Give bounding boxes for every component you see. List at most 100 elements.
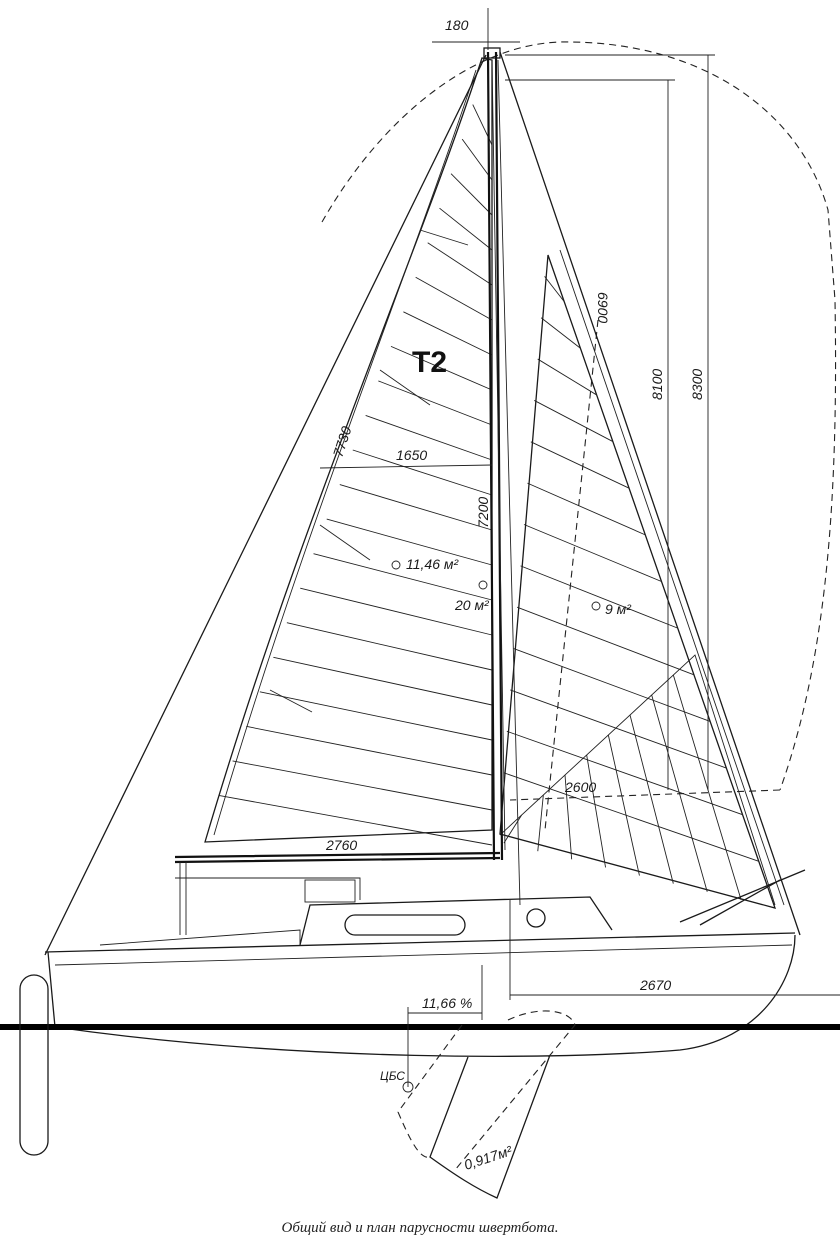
- mainsail-seam: [365, 415, 493, 461]
- main-area-label: 11,46 м²: [406, 556, 459, 572]
- dim-2670: [509, 900, 840, 1000]
- dim-8100-label: 8100: [649, 369, 665, 400]
- dim-2760-label: 2760: [325, 837, 357, 853]
- dim-2600-label: 2600: [564, 779, 596, 795]
- jib-dashed-line: [544, 319, 599, 831]
- jib-seam: [513, 648, 711, 722]
- hull-deck: [44, 932, 796, 953]
- mainsail-seam: [378, 380, 493, 426]
- batten: [269, 229, 469, 713]
- mainsail-seams: [218, 104, 493, 846]
- genoa-hatch-line: [651, 694, 708, 892]
- dim-180: [432, 8, 520, 50]
- genoa-hatch-line: [503, 814, 523, 844]
- lifebuoy: [526, 908, 546, 928]
- mainsail-seam: [259, 691, 493, 741]
- rudder: [19, 974, 49, 1156]
- mast: [486, 51, 504, 861]
- mainsail-seam: [273, 656, 493, 706]
- backstay: [44, 54, 487, 956]
- porthole: [344, 914, 466, 936]
- jib-seam: [523, 524, 662, 582]
- jib-seam: [540, 317, 581, 349]
- genoa-hatch-line: [672, 674, 742, 901]
- hull-sheer: [54, 944, 793, 966]
- ce-total-marker: [478, 580, 488, 590]
- masthead: [483, 47, 501, 59]
- hatch: [304, 879, 356, 903]
- cockpit: [99, 877, 361, 946]
- jib-seam: [544, 276, 565, 302]
- genoa-hatch-line: [564, 774, 573, 860]
- jib-seams: [503, 276, 759, 862]
- clr-label: ЦБС: [380, 1069, 405, 1083]
- clr-marker: [402, 1081, 414, 1093]
- ce-main-marker: [391, 560, 401, 570]
- dim-1650: [319, 464, 493, 469]
- dim-8300: [505, 54, 715, 790]
- pulpit: [679, 869, 806, 926]
- spinnaker-foot: [509, 789, 781, 801]
- boom-support: [179, 862, 187, 935]
- cabin: [299, 896, 613, 946]
- jib-seam: [530, 441, 630, 489]
- mainsail-seam: [450, 173, 493, 216]
- mainsail-seam: [339, 484, 493, 531]
- genoa-hatch-line: [607, 734, 640, 876]
- centreboard: [429, 1054, 551, 1199]
- jib-luff-inner: [559, 249, 785, 906]
- hull-bottom: [47, 934, 796, 1057]
- mainsail-seam: [390, 345, 493, 391]
- genoa-hatch-line: [586, 754, 606, 868]
- sail-number: T2: [412, 346, 447, 379]
- jib-seam: [510, 689, 727, 769]
- mainsail-seam: [461, 138, 493, 181]
- dim-6900-label: 6900: [595, 292, 611, 323]
- forestay: [499, 51, 801, 936]
- mainsail-seam: [352, 449, 493, 496]
- jib-seam: [516, 606, 695, 676]
- jib-outline: [499, 254, 777, 909]
- mainsail-seam: [232, 760, 493, 811]
- mainsail-leech-inner: [213, 69, 477, 836]
- caption: Общий вид и план парусности швертбота.: [281, 1220, 558, 1236]
- jib-seam: [534, 400, 614, 442]
- mainsail-seam: [439, 207, 493, 251]
- mainsail-seam: [313, 553, 493, 601]
- boom: [174, 851, 501, 864]
- mainsail-outline: [204, 57, 493, 843]
- dim-1650-label: 1650: [396, 447, 427, 463]
- spinnaker-outline: [321, 41, 837, 791]
- jib-area-label: 9 м²: [605, 601, 632, 617]
- dim-lead: [407, 965, 483, 1087]
- genoa-hatch: [503, 674, 742, 901]
- jib-seam: [506, 730, 743, 816]
- mainsail-seam: [300, 587, 493, 636]
- dim-8300-label: 8300: [689, 369, 705, 400]
- shroud: [491, 59, 521, 906]
- mainsail-seam: [403, 311, 493, 356]
- dim-7200-label: 7200: [475, 497, 491, 528]
- centreboard-raised: [397, 1010, 576, 1171]
- dim-2670-label: 2670: [639, 977, 671, 993]
- mainsail-seam: [326, 518, 493, 566]
- dim-lead-label: 11,66 %: [422, 995, 472, 1011]
- jib-seam: [503, 772, 759, 862]
- total-area-label: 20 м²: [454, 597, 490, 613]
- jib-seam: [537, 358, 597, 396]
- dim-7730-label: 7730: [330, 424, 355, 459]
- genoa-hatch-line: [537, 794, 544, 852]
- ce-jib-marker: [591, 601, 601, 611]
- dim-8100: [505, 79, 675, 790]
- dim-180-label: 180: [445, 17, 469, 33]
- centreboard-area-label: 0,917м²: [462, 1142, 515, 1173]
- mainsail-seam: [415, 276, 493, 321]
- mainsail-seam: [218, 795, 493, 846]
- genoa-hatch-line: [629, 714, 674, 884]
- mainsail-seam: [427, 242, 493, 286]
- mainsail-seam: [286, 622, 493, 671]
- jib-seam: [527, 482, 646, 536]
- jib-seam: [520, 565, 678, 629]
- mainsail-seam: [246, 725, 493, 776]
